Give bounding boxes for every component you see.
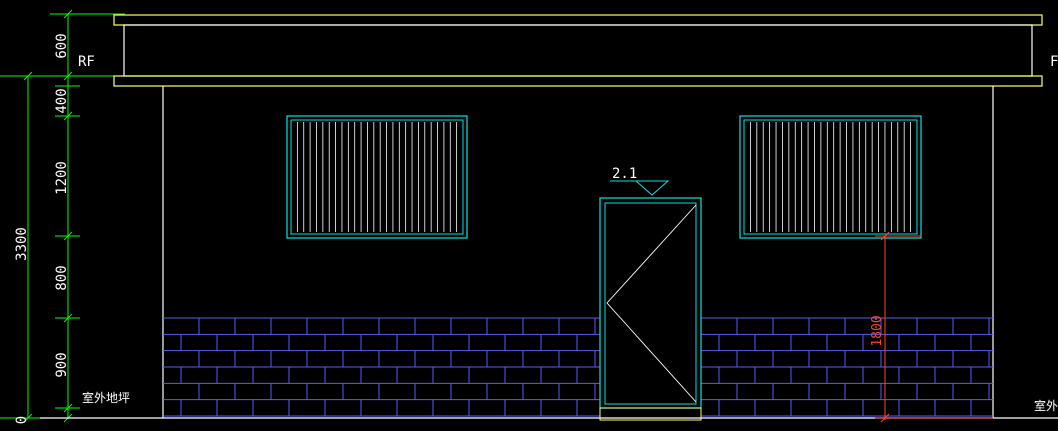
window-left-outer-frame: [286, 115, 468, 239]
dimension-texts: 600 400 1200 800 900 0 3300: [14, 33, 70, 424]
tick-mark: [63, 71, 73, 81]
door: [599, 197, 702, 421]
ground-label-right: 室外: [1034, 398, 1058, 413]
brick-base: [163, 317, 993, 417]
dim-text-total: 3300: [14, 227, 30, 261]
window-right-slats: [750, 122, 911, 232]
dim-text-800: 800: [54, 265, 70, 290]
parapet-cap-top: [113, 14, 1043, 26]
door-leaf: [604, 202, 697, 405]
window-right: [739, 115, 922, 239]
dim-text-900: 900: [54, 352, 70, 377]
sill-dim-tick: [880, 231, 890, 241]
window-left-slats: [296, 122, 458, 232]
roof-label-right: F: [1050, 54, 1058, 70]
dimension-chain: [0, 9, 125, 423]
ground-label-left: 室外地坪: [82, 390, 130, 405]
tick-mark: [23, 71, 33, 81]
roof-slab-edge: [113, 75, 1043, 87]
dim-text-400: 400: [54, 88, 70, 113]
door-level-text: 2.1: [612, 166, 637, 182]
dim-text-600: 600: [54, 33, 70, 58]
tick-mark: [63, 313, 73, 323]
window-right-inner-frame: [743, 119, 918, 235]
window-left-inner-frame: [290, 119, 464, 235]
level-marker-triangle: [634, 180, 670, 196]
door-step: [599, 407, 702, 421]
sill-height-annotation: [875, 231, 993, 423]
tick-mark: [63, 231, 73, 241]
roof-parapet: [113, 14, 1043, 87]
tick-mark: [63, 9, 73, 19]
door-level-marker: 2.1: [610, 166, 670, 196]
tick-mark: [63, 403, 73, 413]
window-right-outer-frame: [739, 115, 922, 239]
wall-outline: [40, 86, 1058, 419]
sill-dim-tick: [880, 413, 890, 423]
tick-mark: [63, 111, 73, 121]
parapet-body: [123, 24, 1033, 77]
dim-text-1200: 1200: [54, 161, 70, 195]
roof-label-left: RF: [78, 54, 95, 70]
dim-text-0: 0: [14, 416, 30, 424]
window-left: [286, 115, 468, 239]
tick-mark: [23, 413, 33, 423]
door-outer-frame: [599, 197, 702, 409]
door-swing-lines: [606, 204, 697, 403]
sill-height-text: 1800: [870, 315, 885, 346]
